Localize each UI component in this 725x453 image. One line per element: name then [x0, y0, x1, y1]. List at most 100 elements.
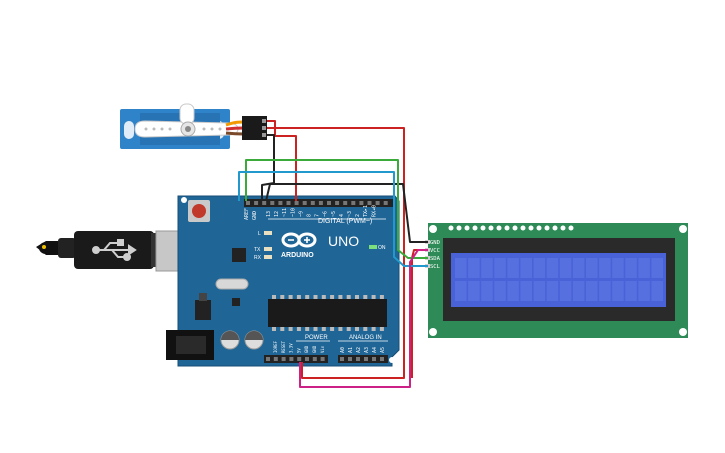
header-pin-hole[interactable] — [348, 357, 352, 361]
voltage-regulator — [195, 300, 211, 320]
crystal — [215, 278, 249, 290]
lcd-char-cell — [481, 281, 493, 301]
header-pin-hole[interactable] — [302, 201, 307, 205]
servo-power-wire — [225, 126, 245, 131]
lcd-char-cell — [468, 281, 480, 301]
header-pin-hole[interactable] — [312, 357, 317, 361]
header-pin-hole[interactable] — [297, 357, 302, 361]
header-pin-hole[interactable] — [320, 357, 325, 361]
header-pin-hole[interactable] — [289, 357, 294, 361]
lcd-header-pin — [552, 225, 558, 231]
header-pin-hole[interactable] — [294, 201, 299, 205]
aref-label: AREF — [244, 208, 250, 220]
analog-pin-label: A4 — [372, 347, 378, 353]
header-pin-hole[interactable] — [340, 357, 344, 361]
micro-servo[interactable] — [120, 103, 267, 149]
lcd-char-cell — [494, 258, 506, 278]
lcd-header-pin — [536, 225, 542, 231]
lcd-header-pin — [544, 225, 550, 231]
header-pin-hole[interactable] — [266, 357, 270, 361]
lcd-pin-label: SCL — [430, 264, 441, 270]
header-pin-hole[interactable] — [375, 201, 380, 205]
power-pin-label: 3.3V — [289, 343, 294, 353]
led-tx-label: TX — [254, 247, 261, 253]
header-pin-hole[interactable] — [364, 357, 368, 361]
wire-blue-scl[interactable] — [238, 171, 428, 267]
header-pin-hole[interactable] — [281, 357, 286, 361]
digital-pwm-label: DIGITAL (PWM~) — [318, 218, 372, 225]
power-pin-label: RESET — [281, 340, 286, 353]
header-pin-hole[interactable] — [351, 201, 356, 205]
lcd-header-pin — [568, 225, 574, 231]
mounting-hole — [181, 197, 187, 203]
led-rx — [264, 255, 272, 259]
header-pin-hole[interactable] — [305, 357, 309, 361]
lcd-header-pin — [528, 225, 534, 231]
lcd-pin-label: VCC — [430, 248, 440, 254]
lcd-header-pin — [512, 225, 518, 231]
digital-pin-label: ~3 — [347, 211, 353, 217]
digital-pin-label: ~5 — [331, 211, 337, 217]
lcd-header-pin — [520, 225, 526, 231]
lcd-header-pin — [472, 225, 478, 231]
wire-black-lcd-gnd[interactable] — [265, 183, 428, 243]
digital-pin-label: 13 — [266, 211, 272, 217]
header-pin-hole[interactable] — [383, 201, 388, 205]
board-brand: ARDUINO — [281, 252, 314, 259]
usb-cable-tip — [42, 245, 46, 249]
lcd-char-cell — [638, 258, 650, 278]
led-on — [369, 245, 377, 249]
analog-pin-label: A0 — [340, 347, 346, 353]
lcd-char-cell — [533, 281, 546, 301]
wire-red-servo-5v[interactable] — [267, 127, 405, 379]
led-l-label: L — [258, 231, 261, 237]
header-pin-hole[interactable] — [367, 201, 372, 205]
header-pin-hole[interactable] — [335, 201, 340, 205]
led-tx — [264, 247, 272, 251]
header-pin-hole[interactable] — [327, 201, 331, 205]
header-pin-hole[interactable] — [372, 357, 376, 361]
lcd-char-cell — [651, 281, 663, 301]
header-pin-hole[interactable] — [356, 357, 360, 361]
lcd-header-pin — [448, 225, 454, 231]
digital-pin-label: 7 — [315, 214, 321, 217]
lcd-header-pin — [480, 225, 486, 231]
reset-button-cap[interactable] — [192, 204, 206, 218]
header-pin-hole[interactable] — [359, 201, 364, 205]
power-pin-label: GND — [312, 345, 317, 353]
mounting-hole — [679, 328, 687, 336]
header-pin-hole[interactable] — [343, 201, 348, 205]
header-pin-hole[interactable] — [262, 201, 267, 205]
lcd-char-cell — [533, 258, 546, 278]
header-pin-hole[interactable] — [318, 201, 323, 205]
arduino-logo-icon — [281, 232, 317, 248]
mounting-hole — [679, 225, 687, 233]
lcd-16x2-i2c[interactable] — [425, 223, 688, 338]
header-pin-hole[interactable] — [246, 201, 250, 205]
lcd-char-cell — [612, 281, 624, 301]
header-pin-hole[interactable] — [273, 357, 278, 361]
wire-red-lcd-vcc[interactable] — [411, 249, 428, 378]
led-l — [264, 231, 272, 235]
usb-icon — [92, 239, 137, 261]
lcd-char-cell — [494, 281, 506, 301]
wire-magenta-5v[interactable] — [299, 249, 428, 388]
header-pin-hole[interactable] — [286, 201, 291, 205]
header-pin-hole[interactable] — [310, 201, 315, 205]
lcd-char-cell — [599, 281, 611, 301]
power-label: POWER — [305, 335, 328, 341]
header-pin-hole[interactable] — [270, 201, 275, 205]
header-pin-hole[interactable] — [380, 357, 384, 361]
power-pin-label: 5V — [296, 348, 301, 353]
header-pin-hole[interactable] — [278, 201, 283, 205]
lcd-pin-label: GND — [430, 240, 440, 246]
digital-pin-label: ~11 — [282, 208, 288, 217]
wire-green-sda[interactable] — [245, 159, 428, 259]
analog-in-label: ANALOG IN — [349, 335, 382, 341]
analog-pin-label: A3 — [364, 347, 370, 353]
analog-header — [338, 355, 388, 363]
header-pin-hole[interactable] — [254, 201, 259, 205]
lcd-char-cell — [586, 258, 598, 278]
